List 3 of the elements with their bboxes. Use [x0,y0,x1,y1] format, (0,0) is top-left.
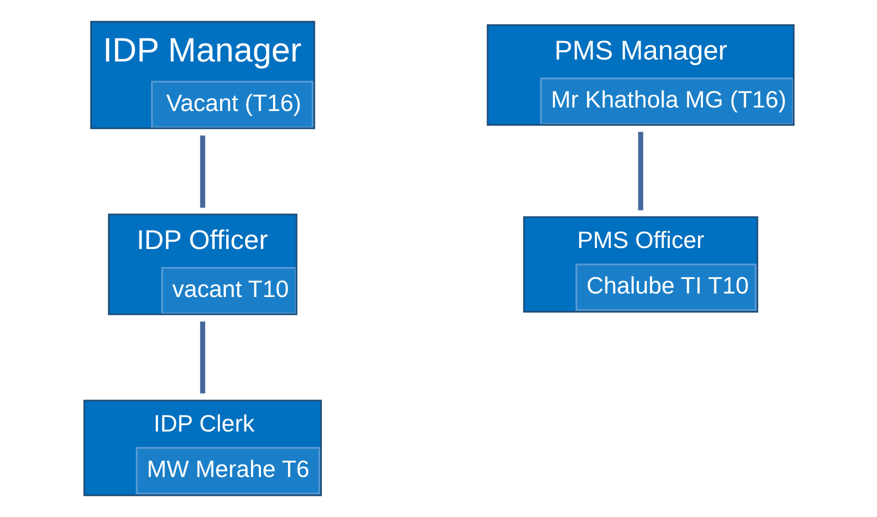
connector [200,321,205,394]
connector [638,132,643,210]
connector [200,135,205,208]
